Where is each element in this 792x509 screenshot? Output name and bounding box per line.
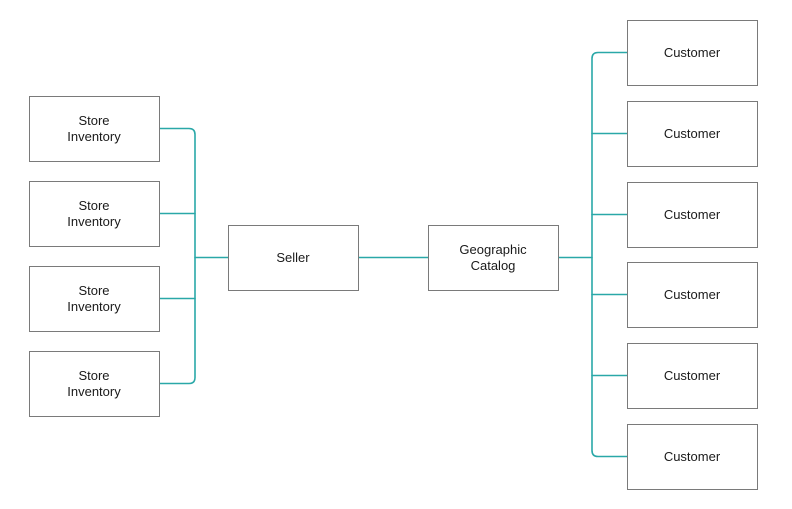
customer-node-3: Customer bbox=[627, 182, 758, 248]
customer-node-1: Customer bbox=[627, 20, 758, 86]
customer-node-6-box bbox=[627, 424, 758, 490]
seller-node-box bbox=[228, 225, 359, 291]
store-inventory-node-4-box bbox=[29, 351, 160, 417]
customer-node-3-label: Customer bbox=[664, 207, 721, 222]
connector-lines bbox=[159, 51, 628, 458]
geographic-catalog-node-label: Geographic bbox=[459, 242, 527, 257]
geographic-catalog-node-box bbox=[428, 225, 559, 291]
customer-node-5-label: Customer bbox=[664, 368, 721, 383]
store-inventory-node-2-box bbox=[29, 181, 160, 247]
customer-node-2: Customer bbox=[627, 101, 758, 167]
store-inventory-node-1-box bbox=[29, 96, 160, 162]
customer-node-3-box bbox=[627, 182, 758, 248]
store-inventory-node-3-label: Store bbox=[78, 283, 109, 298]
right-bus-connector bbox=[591, 51, 628, 458]
customer-node-5: Customer bbox=[627, 343, 758, 409]
customer-node-5-box bbox=[627, 343, 758, 409]
customer-node-1-box bbox=[627, 20, 758, 86]
store-inventory-node-2-label: Store bbox=[78, 198, 109, 213]
customer-node-2-box bbox=[627, 101, 758, 167]
store-inventory-node-1-label: Store bbox=[78, 113, 109, 128]
customer-node-6-label: Customer bbox=[664, 449, 721, 464]
customer-node-1-label: Customer bbox=[664, 45, 721, 60]
store-inventory-node-3-label: Inventory bbox=[67, 299, 121, 314]
store-inventory-node-2-label: Inventory bbox=[67, 214, 121, 229]
customer-node-4-box bbox=[627, 262, 758, 328]
store-inventory-node-3-box bbox=[29, 266, 160, 332]
customer-node-2-label: Customer bbox=[664, 126, 721, 141]
store-inventory-node-4-label: Inventory bbox=[67, 384, 121, 399]
customer-node-4: Customer bbox=[627, 262, 758, 328]
left-bus-connector bbox=[159, 127, 196, 385]
store-inventory-node-4-label: Store bbox=[78, 368, 109, 383]
customer-node-4-label: Customer bbox=[664, 287, 721, 302]
diagram-nodes: StoreInventoryStoreInventoryStoreInvento… bbox=[29, 20, 758, 490]
store-inventory-node-1-label: Inventory bbox=[67, 129, 121, 144]
geographic-catalog-node-label: Catalog bbox=[471, 258, 516, 273]
seller-node: Seller bbox=[228, 225, 359, 291]
seller-node-label: Seller bbox=[276, 250, 310, 265]
customer-node-6: Customer bbox=[627, 424, 758, 490]
